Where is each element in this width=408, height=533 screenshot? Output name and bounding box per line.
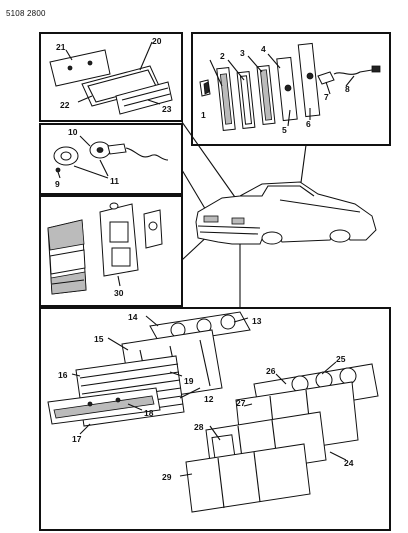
car-illustration xyxy=(195,181,377,245)
callout-16: 16 xyxy=(58,370,68,380)
panel-tail-lamp-assembly xyxy=(39,307,391,531)
callout-24: 24 xyxy=(344,458,354,468)
callout-19: 19 xyxy=(184,376,194,386)
callout-4: 4 xyxy=(261,44,266,54)
callout-25: 25 xyxy=(336,354,346,364)
callout-14: 14 xyxy=(128,312,138,322)
callout-2: 2 xyxy=(220,51,225,61)
callout-5: 5 xyxy=(282,125,287,135)
license-lamp-group xyxy=(49,41,173,115)
callout-numbers: 1 2 3 4 5 6 7 8 9 10 11 12 13 14 15 16 1… xyxy=(55,36,354,482)
callout-17: 17 xyxy=(72,434,82,444)
callout-8: 8 xyxy=(345,84,350,94)
callout-18: 18 xyxy=(144,408,154,418)
panel-side-marker xyxy=(191,32,391,146)
callout-21: 21 xyxy=(56,42,66,52)
callout-3: 3 xyxy=(240,48,245,58)
callout-29: 29 xyxy=(162,472,172,482)
callout-7: 7 xyxy=(324,92,329,102)
callout-1: 1 xyxy=(201,110,206,120)
callout-10: 10 xyxy=(68,127,78,137)
panel-tail-lamp-socket xyxy=(39,195,183,307)
callout-27: 27 xyxy=(236,398,246,408)
tail-lamp-socket-group xyxy=(47,202,163,295)
document-number: 5108 2800 xyxy=(6,9,46,18)
callout-23: 23 xyxy=(162,104,172,114)
callout-13: 13 xyxy=(252,316,262,326)
callout-6: 6 xyxy=(306,119,311,129)
panel-license-lamp xyxy=(39,32,183,122)
tail-lamp-assembly-group xyxy=(47,311,379,513)
panel-backup-lamp xyxy=(39,123,183,195)
callout-11: 11 xyxy=(110,176,119,186)
callout-15: 15 xyxy=(94,334,104,344)
callout-26: 26 xyxy=(266,366,276,376)
backup-lamp-group xyxy=(53,135,169,179)
callout-30: 30 xyxy=(114,288,124,298)
callout-9: 9 xyxy=(55,179,60,189)
callout-22: 22 xyxy=(60,100,70,110)
callout-28: 28 xyxy=(194,422,204,432)
callout-12: 12 xyxy=(204,394,214,404)
callout-20: 20 xyxy=(152,36,162,46)
side-marker-group xyxy=(199,42,381,132)
